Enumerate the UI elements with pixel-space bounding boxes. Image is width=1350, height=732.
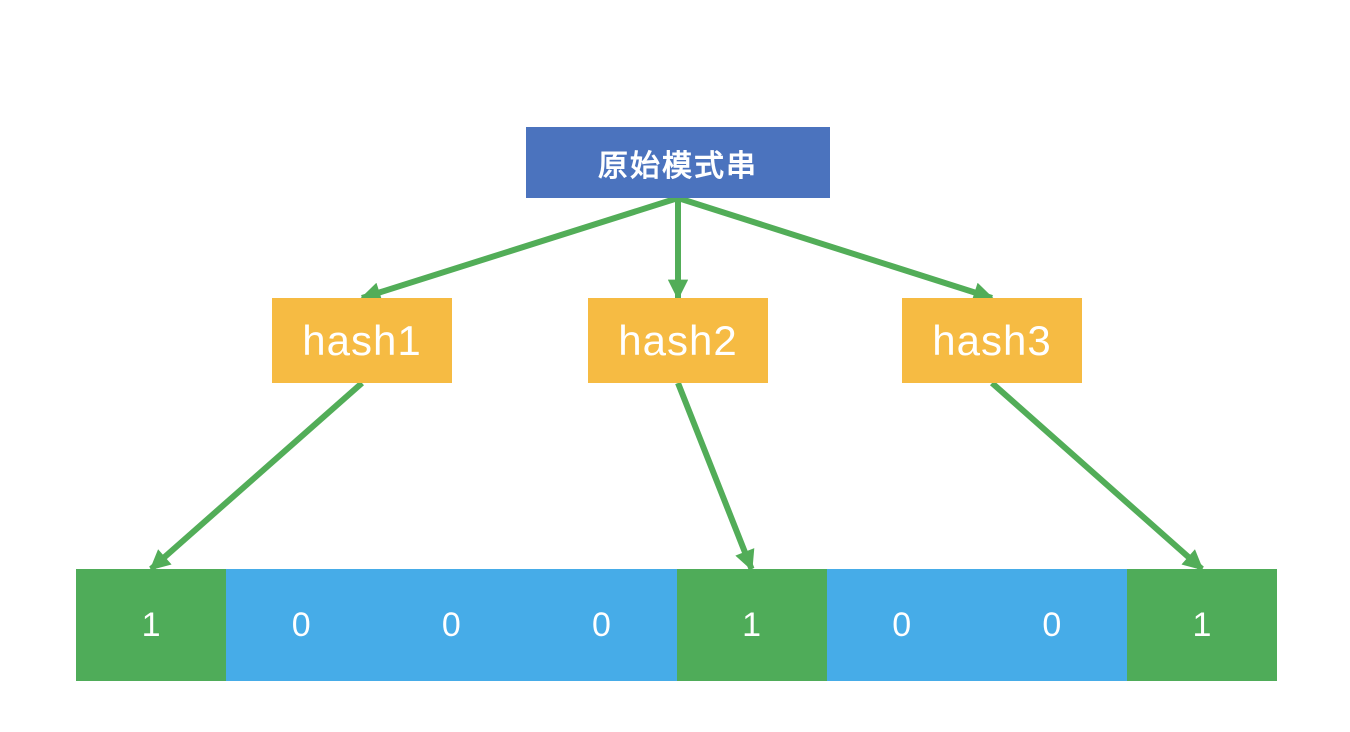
bit-cell-4: 1 <box>676 569 827 681</box>
bit-value: 1 <box>742 605 762 644</box>
bit-cell-1: 0 <box>226 569 377 681</box>
bit-value: 0 <box>1042 605 1062 644</box>
arrow-hash2-to-cell-4 <box>675 381 755 571</box>
bit-cell-0: 1 <box>76 569 227 681</box>
pattern-string-box: 原始模式串 <box>526 127 830 198</box>
pattern-string-label: 原始模式串 <box>598 149 758 183</box>
hash2-box: hash2 <box>588 298 768 383</box>
bit-cell-3: 0 <box>526 569 677 681</box>
arrow-hash3-to-cell-7 <box>990 380 1204 572</box>
bit-cell-2: 0 <box>376 569 527 681</box>
bit-value: 0 <box>591 605 611 644</box>
arrow-pattern-to-hash1 <box>360 195 679 303</box>
bit-value: 0 <box>892 605 912 644</box>
hash3-box: hash3 <box>902 298 1082 383</box>
hash1-label: hash1 <box>302 316 422 364</box>
bit-array: 1 0 0 0 1 0 0 1 <box>76 569 1277 681</box>
hash3-label: hash3 <box>932 316 1052 364</box>
hash2-label: hash2 <box>618 316 738 364</box>
arrow-pattern-to-hash3 <box>677 195 994 303</box>
bit-value: 1 <box>141 605 161 644</box>
bit-cell-6: 0 <box>976 569 1127 681</box>
bit-cell-5: 0 <box>826 569 977 681</box>
bit-value: 0 <box>291 605 311 644</box>
arrow-hash1-to-cell-0 <box>149 380 364 572</box>
hash1-box: hash1 <box>272 298 452 383</box>
bit-cell-7: 1 <box>1126 569 1277 681</box>
bit-value: 1 <box>1192 605 1212 644</box>
bit-value: 0 <box>441 605 461 644</box>
